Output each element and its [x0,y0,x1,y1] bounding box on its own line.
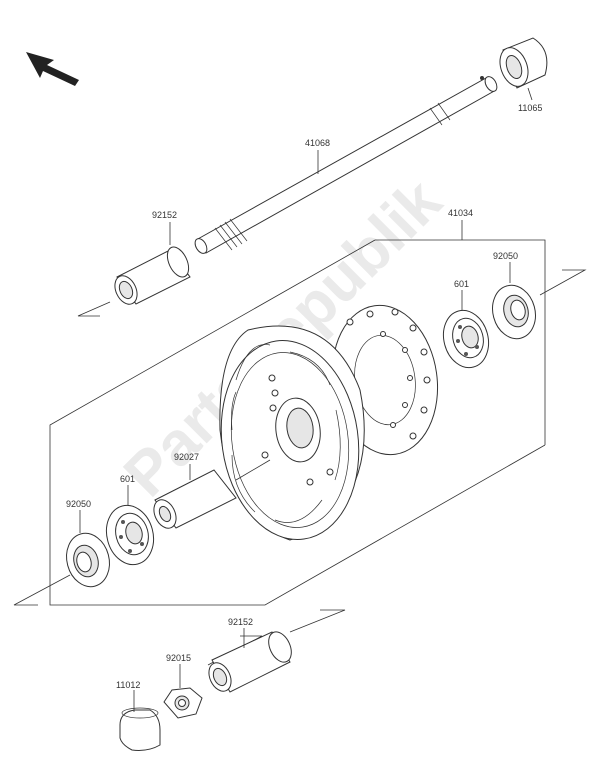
axle-nut [163,687,203,719]
label-seal-left: 92050 [66,499,91,509]
oil-seal-right [492,284,536,340]
axle-cap [119,707,161,751]
label-spacer: 92027 [174,452,199,462]
label-cap: 11012 [116,680,140,690]
label-bearing-right: 601 [454,279,469,289]
label-nut: 92015 [166,653,191,663]
label-axle: 41068 [305,138,330,148]
label-collar-upper: 92152 [152,210,177,220]
distance-collar [153,469,237,529]
wheel-hub [219,325,365,541]
collar-upper [114,246,191,305]
label-bearing-left: 601 [120,474,135,484]
label-axle-collar: 11065 [518,103,542,113]
oil-seal-left [66,532,110,588]
axle-shaft [194,76,498,254]
collar-lower [208,631,292,693]
label-hub-assembly: 41034 [448,208,473,218]
label-collar-lower: 92152 [228,617,253,627]
label-seal-right: 92050 [493,251,518,261]
axle-collar [499,37,548,89]
bearing-right [442,309,490,369]
bearing-left [105,504,155,566]
direction-arrow-icon [26,52,79,86]
